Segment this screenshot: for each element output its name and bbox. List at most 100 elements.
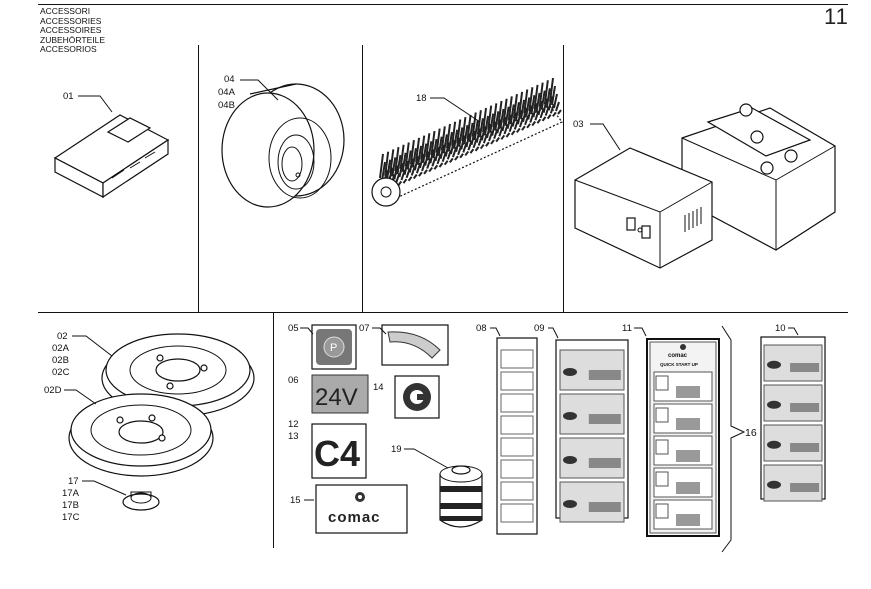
part-12-13-model-sticker: C4 12 13 <box>288 419 367 479</box>
bristle <box>494 111 500 131</box>
bristle <box>407 176 413 182</box>
pad-icon <box>563 412 577 420</box>
part-01-manual: 01 <box>53 91 170 199</box>
bristle <box>446 150 452 160</box>
callout-11: 11 <box>622 323 632 334</box>
bristle <box>445 123 451 149</box>
step-hands <box>676 482 700 494</box>
callout-14: 14 <box>373 382 384 393</box>
bristle <box>499 108 505 129</box>
p-sticker-label: P <box>330 342 337 354</box>
callout-09: 09 <box>534 323 545 334</box>
pad-icon <box>563 456 577 464</box>
bristle <box>546 114 552 120</box>
part-17-centre-lock: 17 17A 17B 17C <box>62 476 160 523</box>
bristle <box>552 111 557 117</box>
bristle <box>549 103 555 114</box>
callout-02: 02 <box>57 331 68 342</box>
part-11-quick-start-chart: comac QUICK START UP 11 <box>622 323 720 537</box>
bristle <box>466 114 472 139</box>
bristle <box>437 136 443 156</box>
bristle <box>433 164 439 170</box>
bristle <box>476 110 482 135</box>
grid-dividers <box>38 4 848 548</box>
bristle <box>524 115 530 126</box>
bristle <box>551 85 556 106</box>
bristle <box>415 163 421 174</box>
bristle <box>526 123 531 129</box>
bristle <box>442 134 448 154</box>
bristle <box>529 113 535 123</box>
quick-start-brand: comac <box>668 353 688 359</box>
bristle <box>479 143 485 150</box>
bristle <box>503 124 509 135</box>
chart-step <box>500 481 534 501</box>
bristle <box>518 91 524 116</box>
callout-06: 06 <box>288 375 299 386</box>
bristle <box>440 126 446 151</box>
bristle <box>553 93 558 109</box>
bristle <box>539 108 545 119</box>
bristle <box>422 143 428 163</box>
color-swatch <box>790 403 820 412</box>
callout-17a: 17A <box>62 488 80 499</box>
bristle <box>530 95 536 115</box>
callout-02d: 02D <box>44 385 62 396</box>
part-09-pad-chart: 09 <box>534 323 629 523</box>
bristle <box>487 105 493 130</box>
bristle <box>469 148 475 154</box>
bristle <box>474 146 480 152</box>
color-swatch <box>588 502 621 512</box>
callout-03: 03 <box>573 119 584 130</box>
bristle <box>534 110 540 121</box>
callout-04b: 04B <box>218 100 235 111</box>
bristle <box>518 117 524 128</box>
bristle <box>485 141 490 147</box>
bristle <box>431 156 437 167</box>
bristle <box>495 137 500 143</box>
callout-02a: 02A <box>52 343 70 354</box>
bristle <box>512 93 518 119</box>
bristle <box>459 153 464 159</box>
title-en: ACCESSORIES <box>40 15 102 26</box>
bristle <box>432 138 438 159</box>
bristle <box>500 134 506 140</box>
bristle <box>523 89 529 114</box>
part-08-instruction-chart: 08 <box>476 323 538 535</box>
callout-07: 07 <box>359 323 370 334</box>
step-hands <box>676 450 700 462</box>
chart-step <box>500 393 534 413</box>
callout-05: 05 <box>288 323 299 334</box>
bristle <box>484 115 490 136</box>
title-it: ACCESSORI <box>40 6 91 16</box>
bristle <box>386 159 392 179</box>
callout-17b: 17B <box>62 500 79 511</box>
bristle <box>471 112 477 137</box>
bristle <box>391 157 397 177</box>
bristle <box>417 145 423 166</box>
bristle <box>467 140 473 151</box>
bristle <box>451 121 457 146</box>
callout-13: 13 <box>288 431 299 442</box>
bristle <box>438 162 444 168</box>
voltage-sticker-label: 24V <box>315 384 358 411</box>
bristle <box>379 153 384 179</box>
step-icon <box>655 439 669 455</box>
callout-15: 15 <box>290 495 301 506</box>
callout-18: 18 <box>416 93 427 104</box>
bristle <box>531 120 537 127</box>
model-sticker-label: C4 <box>314 433 360 474</box>
bristle <box>397 180 403 186</box>
bristle <box>453 129 459 149</box>
callout-17c: 17C <box>62 512 80 523</box>
callout-02c: 02C <box>52 367 70 378</box>
bristle <box>406 150 412 170</box>
bristle <box>490 139 495 145</box>
part-07-bumper-strip: 07 <box>359 323 449 366</box>
step-hands <box>676 418 700 430</box>
chart-step <box>500 437 534 457</box>
bristle <box>468 122 474 143</box>
bristle <box>425 133 431 158</box>
bristle <box>478 118 484 138</box>
